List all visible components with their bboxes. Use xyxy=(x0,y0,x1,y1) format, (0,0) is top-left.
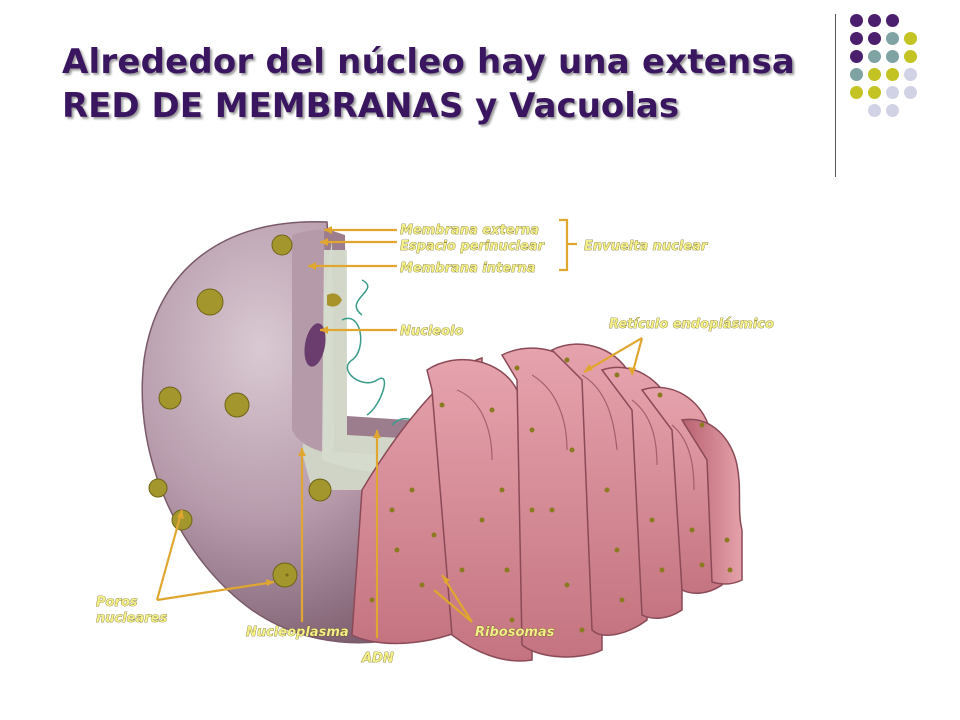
decorative-dot xyxy=(886,50,899,63)
decorative-dot xyxy=(868,104,881,117)
decorative-dot xyxy=(850,86,863,99)
decorative-dot xyxy=(886,86,899,99)
decorative-dot xyxy=(886,68,899,81)
label-nucleolo: Nucleolo xyxy=(400,324,464,339)
diagram-labels: Membrana externa Espacio perinuclear Mem… xyxy=(96,223,775,667)
decorative-dot xyxy=(850,14,863,27)
label-nucleoplasma: Nucleoplasma xyxy=(246,625,349,640)
decorative-dot xyxy=(904,68,917,81)
decorative-dot xyxy=(850,50,863,63)
decorative-dot xyxy=(850,32,863,45)
decorative-dot xyxy=(868,32,881,45)
decorative-dot xyxy=(868,14,881,27)
nucleus-diagram: Membrana externa Espacio perinuclear Mem… xyxy=(62,190,837,702)
decorative-dot xyxy=(868,68,881,81)
decorative-dot xyxy=(904,50,917,63)
decorative-dot xyxy=(886,104,899,117)
decorative-dot xyxy=(904,32,917,45)
decorative-dot xyxy=(850,68,863,81)
label-adn: ADN xyxy=(361,651,394,666)
decorative-divider xyxy=(835,14,836,177)
label-membrana-externa: Membrana externa xyxy=(400,223,539,238)
decorative-dot xyxy=(886,32,899,45)
decorative-dot xyxy=(886,14,899,27)
label-espacio-perinuclear: Espacio perinuclear xyxy=(400,239,546,254)
label-poros-line1: Poros xyxy=(96,595,138,610)
label-ribosomas: Ribosomas xyxy=(475,625,555,640)
label-membrana-interna: Membrana interna xyxy=(400,261,536,276)
decorative-dot xyxy=(868,86,881,99)
leader-lines xyxy=(155,218,644,638)
label-envuelta-nuclear: Envuelta nuclear xyxy=(584,239,709,254)
decorative-dot xyxy=(868,50,881,63)
label-reticulo-endoplasmico: Retículo endoplásmico xyxy=(609,317,774,332)
title-line-1: Alrededor del núcleo hay una extensa xyxy=(62,42,796,82)
endoplasmic-reticulum xyxy=(351,343,743,662)
decorative-dot xyxy=(904,86,917,99)
label-poros-line2: nucleares xyxy=(96,611,167,626)
slide-title: Alrededor del núcleo hay una extensa RED… xyxy=(62,40,822,128)
title-line-2: RED DE MEMBRANAS y Vacuolas xyxy=(62,86,680,126)
leader-arrowheads xyxy=(177,226,636,586)
nucleus-illustration: Membrana externa Espacio perinuclear Mem… xyxy=(96,218,775,667)
